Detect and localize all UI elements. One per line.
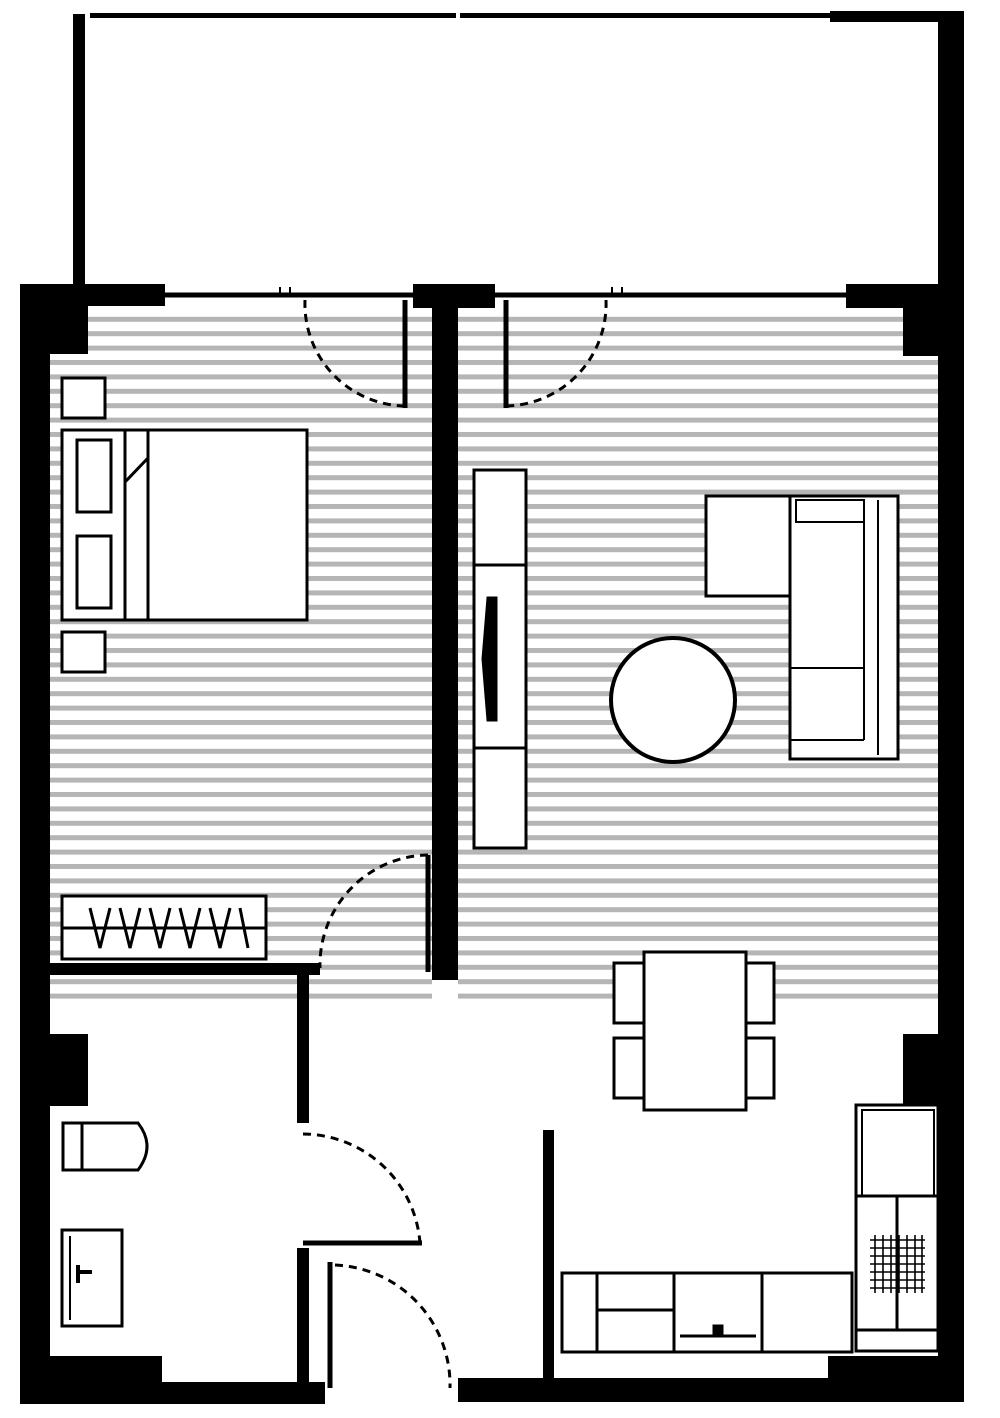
round-coffee-table [609, 636, 737, 764]
tv-cabinet [472, 468, 528, 850]
refrigerator [854, 1103, 940, 1353]
nightstand [60, 376, 107, 420]
balcony-top-corner [830, 11, 950, 22]
bathroom-fixtures [60, 1121, 149, 1328]
dining-table [642, 950, 748, 1112]
wall-left-lower-pillar [20, 1034, 88, 1106]
living-furniture [472, 468, 900, 1112]
double-bed [60, 428, 309, 622]
dining-set [612, 950, 776, 1112]
nightstand [60, 630, 107, 674]
bedroom-furniture [60, 376, 309, 961]
windows [165, 287, 846, 298]
washbasin [60, 1228, 124, 1328]
balcony-right-wall [938, 11, 964, 296]
toilet [61, 1121, 149, 1172]
balcony [73, 11, 964, 296]
kitchen-fixtures [560, 1103, 940, 1354]
dining-chair [612, 961, 647, 1025]
wall-left-exterior [20, 284, 50, 1404]
wall-right-lower-pillar [903, 1034, 964, 1104]
dining-chair [743, 1036, 776, 1100]
exterior-walls [20, 284, 964, 1404]
bedroom-door [318, 853, 431, 972]
dining-chair [743, 961, 776, 1025]
corner-sofa [704, 494, 900, 761]
wall-bedroom-bathroom [48, 963, 320, 975]
bedroom-floor [48, 310, 432, 1005]
wall-right-exterior [938, 284, 964, 1402]
wardrobe [60, 894, 268, 961]
wall-top-left-pillar [20, 284, 88, 354]
kitchen-counter [560, 1271, 854, 1354]
balcony-rail-left [90, 13, 456, 18]
doors [302, 299, 608, 1389]
faucet-icon [76, 1265, 92, 1283]
entrance-door [327, 1262, 452, 1389]
pillow [75, 534, 113, 610]
balcony-rail-right [460, 13, 830, 18]
wall-bottom-left-block [20, 1356, 162, 1404]
wall-bottom-right-block [828, 1356, 964, 1402]
dining-chair [612, 1036, 647, 1100]
wall-bedroom-living [432, 300, 458, 980]
tv-icon [481, 596, 498, 722]
interior-walls [48, 300, 554, 1388]
wall-kitchen-partition [543, 1130, 554, 1382]
balcony-left-wall [73, 14, 85, 290]
kitchen-sink [680, 1324, 756, 1338]
wall-bathroom-hall-lower [297, 1248, 309, 1388]
wall-bathroom-hall-upper [297, 968, 309, 1123]
bedroom-balcony-door [303, 299, 408, 408]
living-balcony-door [503, 299, 608, 408]
bathroom-door [302, 1132, 422, 1246]
stove [870, 1235, 925, 1293]
pillow [75, 438, 113, 514]
